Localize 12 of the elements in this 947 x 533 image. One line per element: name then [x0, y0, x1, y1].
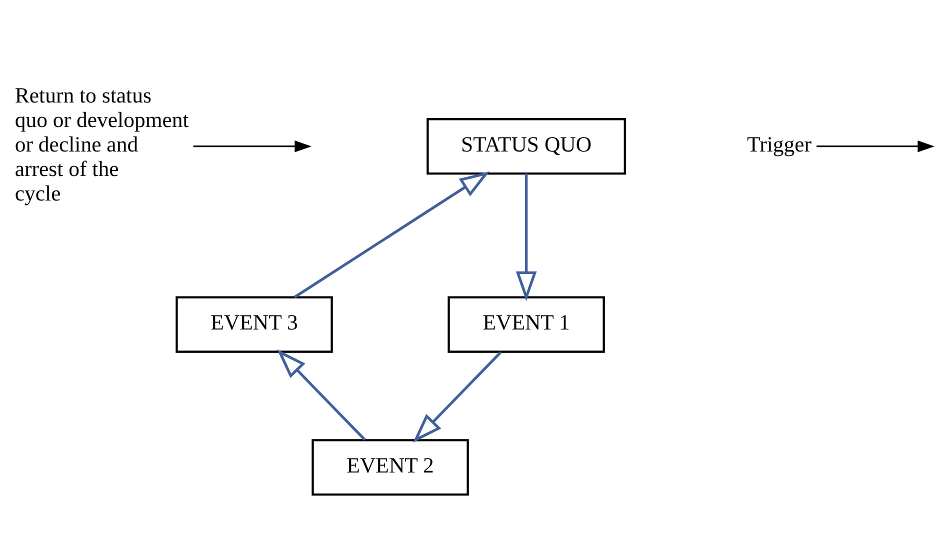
- node-text: Return to status quo or development or decline and arrest of the cycle: [14, 83, 189, 205]
- node-box: EVENT 3: [176, 296, 333, 352]
- arrow: [412, 350, 502, 442]
- arrow: [294, 170, 490, 298]
- arrow: [516, 173, 537, 301]
- node-box: EVENT 2: [312, 438, 469, 496]
- node-text: Trigger: [747, 132, 812, 156]
- node-box: EVENT 1: [448, 296, 605, 352]
- arrow: [193, 140, 312, 152]
- arrow: [816, 140, 935, 152]
- node-box: STATUS QUO: [426, 118, 626, 174]
- arrow: [276, 348, 366, 440]
